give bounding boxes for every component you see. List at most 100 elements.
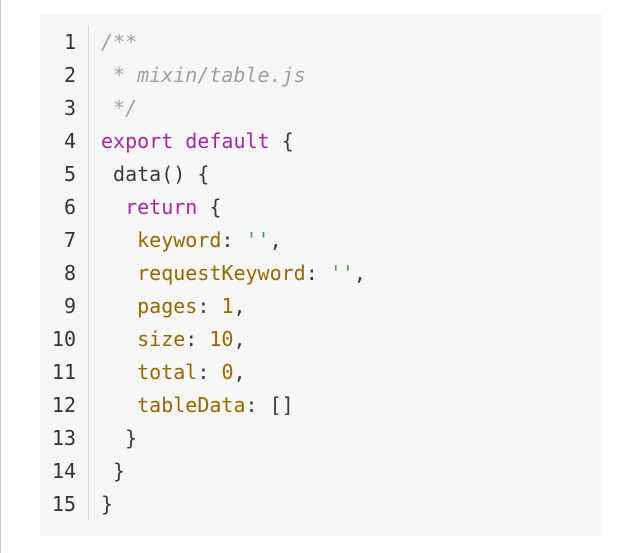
gutter-divider — [88, 289, 89, 322]
code-line: 12 tableData: [] — [40, 388, 602, 421]
code-text: return { — [101, 195, 221, 219]
line-number: 5 — [63, 161, 76, 186]
code-line: 15} — [40, 487, 602, 520]
code-text: data() { — [101, 162, 209, 186]
code-token — [101, 261, 137, 285]
line-number: 3 — [63, 95, 76, 120]
code-token: keyword — [137, 227, 222, 252]
code-text: /** — [101, 30, 137, 54]
code-token — [101, 294, 137, 318]
gutter-divider — [88, 91, 89, 124]
code-token: , — [353, 260, 366, 285]
code-text: } — [101, 459, 125, 483]
gutter-divider — [88, 25, 89, 58]
code-token: { — [269, 128, 294, 153]
code-text: total: 0, — [101, 359, 246, 384]
code-line: 10 size: 10, — [40, 322, 602, 355]
line-number: 6 — [63, 194, 76, 219]
line-number: 13 — [51, 425, 76, 450]
code-line: 8 requestKeyword: '', — [40, 256, 602, 289]
code-text: * mixin/table.js — [101, 63, 306, 87]
code-line: 6 return { — [40, 190, 602, 223]
code-token: } — [101, 491, 114, 516]
code-line: 2 * mixin/table.js — [40, 58, 602, 91]
gutter-divider — [88, 256, 89, 289]
code-token: 0 — [221, 359, 234, 384]
code-text: export default { — [101, 129, 294, 153]
code-token: : — [185, 326, 210, 351]
code-token: 10 — [209, 326, 234, 351]
code-token: : — [197, 293, 222, 318]
gutter-divider — [88, 157, 89, 190]
gutter-divider — [88, 355, 89, 388]
code-token — [101, 360, 137, 384]
line-number: 7 — [63, 227, 76, 252]
line-number: 1 — [63, 29, 76, 54]
code-text: } — [101, 426, 137, 450]
code-line: 13 } — [40, 421, 602, 454]
line-number: 11 — [51, 359, 76, 384]
code-token: */ — [101, 95, 138, 120]
code-text: requestKeyword: '', — [101, 261, 366, 285]
code-token — [101, 228, 137, 252]
code-text: size: 10, — [101, 326, 246, 351]
code-token: pages — [137, 293, 198, 318]
line-number: 2 — [63, 62, 76, 87]
code-token: { — [197, 194, 222, 219]
line-number: 4 — [63, 128, 76, 153]
code-token — [101, 393, 137, 417]
code-token: '' — [329, 260, 354, 285]
code-token: : — [221, 227, 246, 252]
code-line: 11 total: 0, — [40, 355, 602, 388]
code-token — [173, 129, 185, 153]
code-token: export — [101, 128, 174, 153]
code-token: , — [269, 227, 282, 252]
gutter-divider — [88, 190, 89, 223]
code-token: : — [197, 359, 222, 384]
gutter-divider — [88, 223, 89, 256]
code-line: 7 keyword: '', — [40, 223, 602, 256]
code-text: pages: 1, — [101, 293, 246, 318]
code-token — [101, 195, 125, 219]
code-token: , — [233, 359, 246, 384]
code-token: , — [233, 293, 246, 318]
code-line: 1 /** — [40, 25, 602, 58]
page-left-border — [0, 0, 1, 553]
line-number: 14 — [51, 458, 76, 483]
code-token: , — [233, 326, 246, 351]
code-token: total — [137, 359, 198, 384]
line-number: 8 — [63, 260, 76, 285]
code-token: } — [101, 458, 126, 483]
gutter-divider — [88, 322, 89, 355]
code-token: : [] — [245, 392, 294, 417]
code-token: : — [305, 260, 330, 285]
code-token: data() { — [101, 161, 210, 186]
code-token: tableData — [137, 392, 246, 417]
code-text: } — [101, 492, 113, 516]
gutter-divider — [88, 388, 89, 421]
code-token: size — [137, 326, 186, 351]
line-number: 15 — [51, 491, 76, 516]
line-number: 10 — [51, 326, 76, 351]
code-token — [101, 327, 137, 351]
gutter-divider — [88, 421, 89, 454]
gutter-divider — [88, 487, 89, 520]
code-line: 4 export default { — [40, 124, 602, 157]
line-number: 9 — [63, 293, 76, 318]
gutter-divider — [88, 454, 89, 487]
code-token: '' — [245, 227, 270, 252]
code-token: requestKeyword — [137, 260, 306, 285]
gutter-divider — [88, 124, 89, 157]
gutter-divider — [88, 58, 89, 91]
code-token: default — [185, 128, 270, 153]
code-text: tableData: [] — [101, 393, 294, 417]
code-line: 3 */ — [40, 91, 602, 124]
code-token: 1 — [221, 293, 234, 318]
code-line: 14 } — [40, 454, 602, 487]
code-token: } — [101, 425, 138, 450]
code-text: keyword: '', — [101, 228, 282, 252]
code-token: * mixin/table.js — [101, 62, 306, 87]
code-line: 5 data() { — [40, 157, 602, 190]
code-text: */ — [101, 96, 137, 120]
